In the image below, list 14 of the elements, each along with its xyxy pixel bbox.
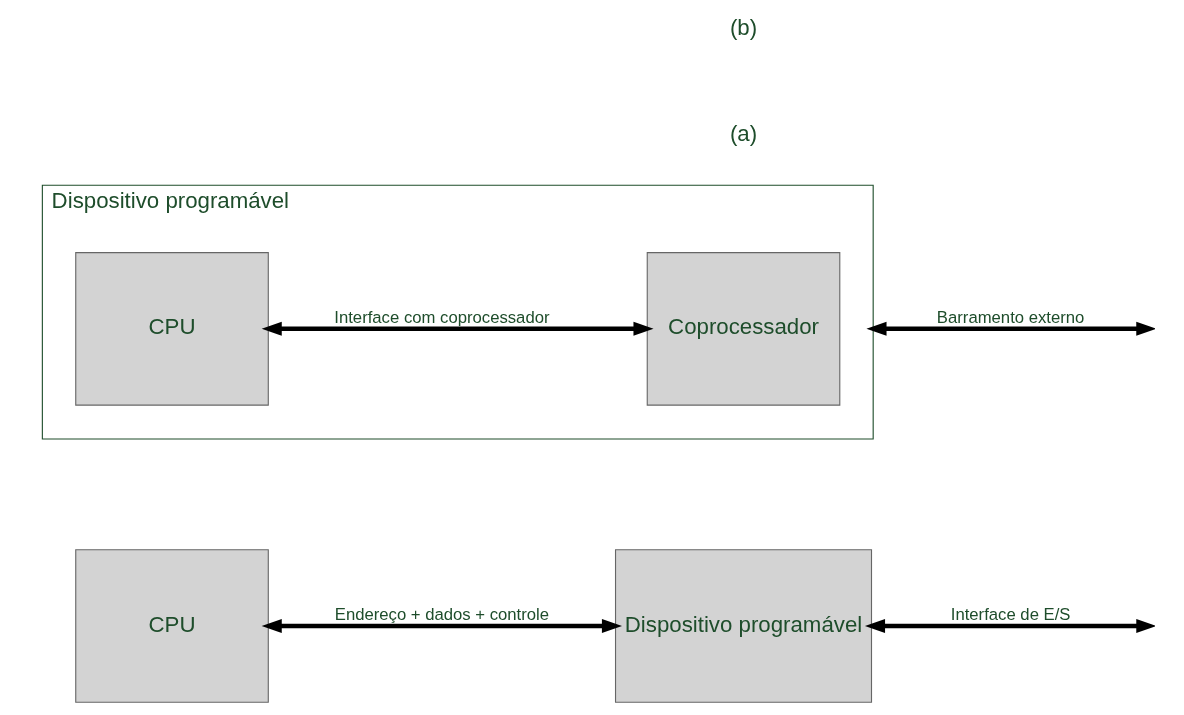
- arrow: [864, 618, 1155, 634]
- node-box: Dispositivo programável: [614, 549, 873, 703]
- node-box: CPU: [75, 549, 269, 703]
- node-box: Coprocessador: [646, 252, 841, 406]
- edge-label: Interface de E/S: [950, 605, 1071, 625]
- label: (b): [729, 15, 758, 41]
- arrow: [866, 321, 1155, 336]
- edge-label: Endereço + dados + controle: [334, 605, 550, 625]
- edge-label: Interface com coprocessador: [334, 308, 550, 328]
- arrow: [261, 321, 654, 336]
- label: (a): [729, 120, 758, 146]
- arrow: [261, 618, 622, 634]
- node-box: CPU: [75, 252, 269, 406]
- edge-label: Barramento externo: [936, 308, 1085, 328]
